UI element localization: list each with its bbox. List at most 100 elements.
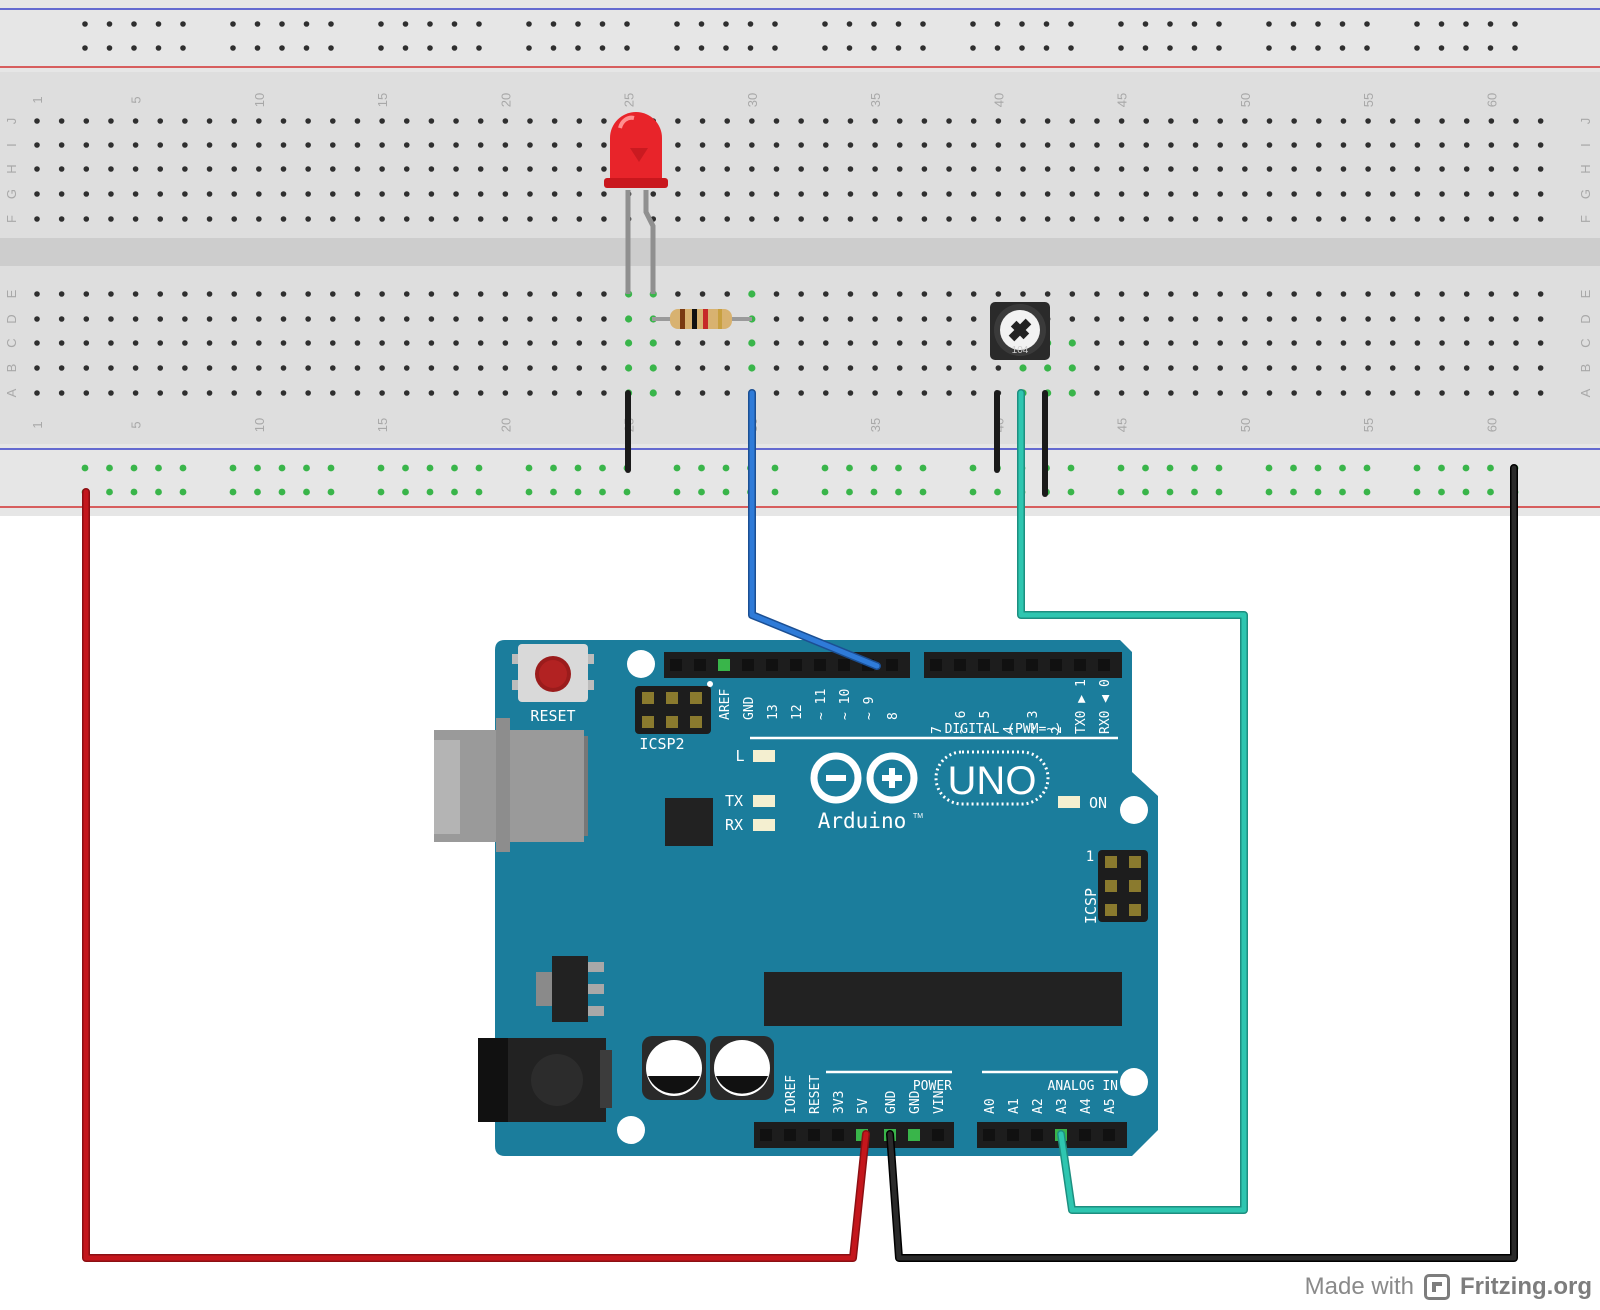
breadboard-hole <box>773 166 780 172</box>
breadboard-hole <box>256 291 262 297</box>
breadboard-hole <box>453 118 459 124</box>
breadboard-rail-hole <box>674 45 680 51</box>
icsp2-label: ICSP2 <box>639 735 684 753</box>
breadboard-hole <box>995 191 1002 197</box>
header-pin[interactable] <box>832 1129 844 1141</box>
breadboard-hole <box>1291 216 1297 222</box>
breadboard-hole <box>280 118 287 124</box>
breadboard-hole <box>1488 340 1495 346</box>
breadboard-hole <box>1168 216 1174 222</box>
breadboard-hole <box>1068 339 1076 347</box>
breadboard-hole <box>256 191 262 197</box>
breadboard-hole <box>1414 191 1421 197</box>
breadboard-hole <box>108 191 114 197</box>
breadboard-rail-hole <box>1067 464 1075 472</box>
header-pin[interactable] <box>766 659 778 671</box>
reset-button[interactable] <box>512 644 594 702</box>
breadboard-hole <box>108 365 114 371</box>
header-pin[interactable] <box>1074 659 1086 671</box>
breadboard-rail-hole <box>599 488 606 496</box>
breadboard-hole <box>847 142 854 148</box>
header-pin[interactable] <box>838 659 850 671</box>
breadboard-hole <box>1020 166 1026 172</box>
header-pin[interactable] <box>1002 659 1014 671</box>
wire-teal-a3-core[interactable] <box>1018 390 1247 1213</box>
breadboard-hole <box>921 191 928 197</box>
breadboard-hole <box>1094 191 1100 197</box>
breadboard-hole <box>1192 191 1199 197</box>
row-letter: F <box>4 215 19 223</box>
breadboard-hole <box>1143 166 1150 172</box>
breadboard-rail-hole <box>402 488 409 496</box>
breadboard-hole <box>58 118 65 124</box>
header-pin[interactable] <box>983 1129 995 1141</box>
breadboard-hole <box>872 365 878 371</box>
header-pin[interactable] <box>760 1129 772 1141</box>
header-pin[interactable] <box>1050 659 1062 671</box>
header-pin[interactable] <box>1007 1129 1019 1141</box>
analog-pin-label: A2 <box>1031 1098 1046 1114</box>
breadboard-hole <box>428 316 435 322</box>
breadboard-hole <box>625 315 633 323</box>
breadboard-hole <box>379 365 385 371</box>
header-pin[interactable] <box>670 659 682 671</box>
breadboard-hole <box>157 166 164 172</box>
digital-pin-label: ~ 10 <box>838 689 853 720</box>
header-pin[interactable] <box>978 659 990 671</box>
breadboard-hole <box>1291 390 1297 396</box>
header-pin[interactable] <box>886 659 898 671</box>
breadboard-hole <box>502 142 509 148</box>
breadboard-hole <box>1340 291 1347 297</box>
breadboard-hole <box>1266 166 1273 172</box>
breadboard-hole <box>675 166 681 172</box>
breadboard-hole <box>1439 291 1445 297</box>
header-pin[interactable] <box>1031 1129 1043 1141</box>
breadboard-hole <box>403 316 410 322</box>
breadboard-rail-hole <box>254 45 261 51</box>
wire-blue-pin9-core[interactable] <box>749 390 880 669</box>
header-pin[interactable] <box>694 659 706 671</box>
breadboard-hole <box>1168 118 1174 124</box>
breadboard-rail-hole <box>1191 21 1198 27</box>
row-letter: C <box>1578 338 1593 347</box>
wire-black-gnd-core[interactable] <box>887 465 1517 1261</box>
breadboard-hole <box>157 142 164 148</box>
wire-red-5v-core[interactable] <box>83 489 869 1261</box>
breadboard-hole <box>132 291 139 297</box>
breadboard-hole <box>1094 316 1100 322</box>
breadboard-rail-hole <box>1463 21 1469 27</box>
breadboard-rail-hole <box>254 464 261 472</box>
breadboard-hole <box>1192 118 1199 124</box>
header-pin[interactable] <box>1098 659 1110 671</box>
breadboard-hole <box>675 340 681 346</box>
breadboard-rail-hole <box>229 488 237 496</box>
breadboard-hole <box>34 166 40 172</box>
header-pin[interactable] <box>814 659 826 671</box>
header-pin[interactable] <box>790 659 802 671</box>
breadboard-rail-hole <box>771 464 779 472</box>
header-pin[interactable] <box>1103 1129 1115 1141</box>
voltage-regulator <box>536 956 604 1022</box>
header-pin[interactable] <box>1026 659 1038 671</box>
breadboard-rail-hole <box>525 488 533 496</box>
breadboard-hole <box>896 291 903 297</box>
breadboard-hole <box>699 291 706 297</box>
header-pin[interactable] <box>954 659 966 671</box>
header-pin[interactable] <box>784 1129 796 1141</box>
breadboard-rail-hole <box>895 464 902 472</box>
header-pin[interactable] <box>808 1129 820 1141</box>
breadboard-hole <box>231 340 237 346</box>
breadboard-rail-hole <box>772 21 778 27</box>
header-pin[interactable] <box>742 659 754 671</box>
header-pin[interactable] <box>930 659 942 671</box>
header-pin[interactable] <box>718 659 730 671</box>
breadboard-hole <box>1192 216 1199 222</box>
header-pin[interactable] <box>932 1129 944 1141</box>
breadboard-hole <box>280 166 287 172</box>
breadboard-hole <box>34 340 40 346</box>
breadboard-hole <box>551 390 558 396</box>
breadboard-hole <box>872 118 878 124</box>
header-pin[interactable] <box>1079 1129 1091 1141</box>
header-pin[interactable] <box>908 1129 920 1141</box>
digital-pin-label: 12 <box>790 704 805 720</box>
